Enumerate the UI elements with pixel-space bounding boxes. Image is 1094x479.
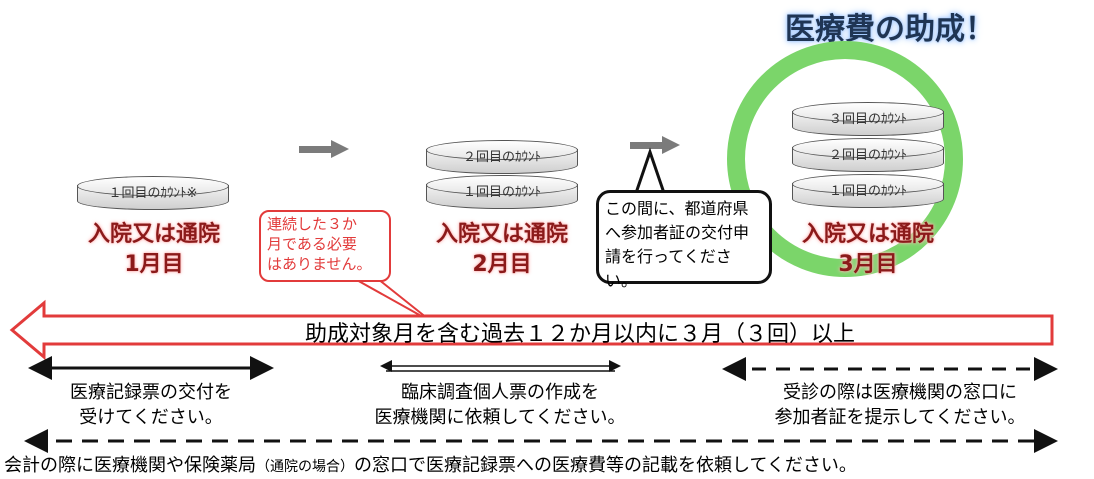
count-disc-2-1: １回目のｶｳﾝﾄ xyxy=(426,175,578,209)
disc-label: ２回目のｶｳﾝﾄ xyxy=(462,150,541,165)
note-line: 臨床調査個人票の作成を xyxy=(401,382,599,403)
note-bubble-consecutive: 連続した３か 月である必要 はありません。 xyxy=(259,210,391,282)
disc-label: ３回目のｶｳﾝﾄ xyxy=(828,112,907,127)
note-clinical-survey: 臨床調査個人票の作成を 医療機関に依頼してください。 xyxy=(350,380,650,430)
month-label-3: 入院又は通院 3月目 xyxy=(778,220,958,280)
note-line: 医療記録票の交付を xyxy=(70,382,232,403)
note-line: 参加者証を提示してください。 xyxy=(774,407,1026,428)
bubble-line: 月である必要 xyxy=(267,235,357,253)
note-present-certificate: 受診の際は医療機関の窓口に 参加者証を提示してください。 xyxy=(730,380,1070,430)
note-record-sheet: 医療記録票の交付を 受けてください。 xyxy=(20,380,282,430)
bubble-line: はありません。 xyxy=(267,255,372,273)
footer-part1: 会計の際に医療機関や保険薬局 xyxy=(4,455,256,476)
count-disc-2-2: ２回目のｶｳﾝﾄ xyxy=(426,140,578,174)
step-arrow-icon xyxy=(630,136,680,154)
bubble-line: 連続した３か xyxy=(267,215,358,233)
month-label-line1: 入院又は通院 xyxy=(87,222,220,247)
count-disc-1-1: １回目のｶｳﾝﾄ※ xyxy=(77,176,229,210)
bubble-line: 請を行ってください。 xyxy=(605,247,732,290)
month-label-line2: 3月目 xyxy=(838,252,898,277)
step-arrow-icon xyxy=(299,140,349,158)
count-disc-3-1: １回目のｶｳﾝﾄ xyxy=(792,174,944,208)
month-label-1: 入院又は通院 1月目 xyxy=(64,220,244,280)
disc-label: １回目のｶｳﾝﾄ xyxy=(462,185,541,200)
bubble-line: この間に、都道府県 xyxy=(605,199,749,218)
disc-label: １回目のｶｳﾝﾄ※ xyxy=(108,186,198,201)
note-bubble-application: この間に、都道府県 へ参加者証の交付申 請を行ってください。 xyxy=(596,190,772,290)
footer-note: 会計の際に医療機関や保険薬局（通院の場合）の窓口で医療記録票への医療費等の記載を… xyxy=(4,451,1092,477)
note-line: 医療機関に依頼してください。 xyxy=(374,407,626,428)
disc-label: １回目のｶｳﾝﾄ xyxy=(828,184,907,199)
disc-label: ２回目のｶｳﾝﾄ xyxy=(828,148,907,163)
count-disc-3-2: ２回目のｶｳﾝﾄ xyxy=(792,138,944,172)
month-label-line1: 入院又は通院 xyxy=(435,222,568,247)
count-disc-3-3: ３回目のｶｳﾝﾄ xyxy=(792,102,944,136)
note-line: 受けてください。 xyxy=(79,407,223,428)
month-label-2: 入院又は通院 2月目 xyxy=(412,220,592,280)
bubble-line: へ参加者証の交付申 xyxy=(605,223,750,242)
month-label-line1: 入院又は通院 xyxy=(801,222,934,247)
footer-part2: の窓口で医療記録票への医療費等の記載を依頼してください。 xyxy=(354,455,857,476)
footer-small: （通院の場合） xyxy=(256,459,354,475)
month-label-line2: 1月目 xyxy=(124,252,184,277)
note-line: 受診の際は医療機関の窓口に xyxy=(783,382,1017,403)
title: 医療費の助成！ xyxy=(785,12,995,47)
period-banner-text: 助成対象月を含む過去１２か月以内に３月（３回）以上 xyxy=(304,322,855,347)
month-label-line2: 2月目 xyxy=(472,252,532,277)
